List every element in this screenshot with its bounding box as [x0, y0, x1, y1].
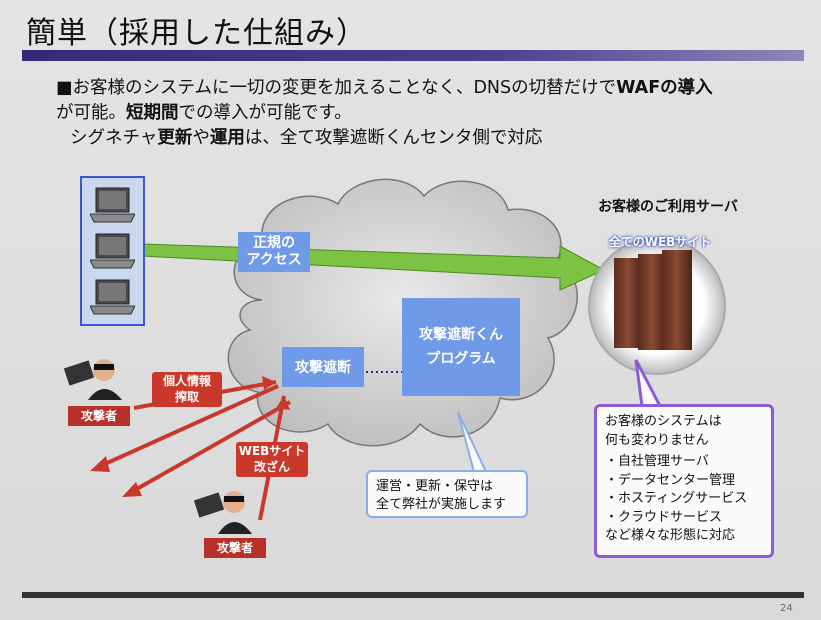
laptop-icon [90, 233, 135, 269]
server-rack-3 [662, 250, 692, 350]
threat-website-tamper-label: WEBサイト 改ざん [236, 442, 308, 477]
attack-arrow-out-2 [127, 400, 291, 496]
server-type-item: ・自社管理サーバ [605, 454, 709, 469]
bullet-line3-a: シグネチャ [70, 128, 158, 148]
ops-note-callout: 運営・更新・保守は 全て弊社が実施します [366, 470, 528, 518]
program-line2: プログラム [426, 351, 496, 367]
legit-access-line2: アクセス [246, 252, 302, 268]
attack-arrowhead-out-2 [122, 482, 142, 497]
all-web-sites-label: 全てのWEBサイト [608, 235, 712, 249]
attack-arrowhead-out-1 [90, 456, 110, 472]
threat2-line1: WEBサイト [238, 444, 306, 458]
attacker-label-1: 攻撃者 [68, 406, 130, 426]
attack-arrowhead-in-2 [276, 396, 290, 410]
server-rack-2 [638, 254, 666, 350]
threat2-line2: 改ざん [253, 460, 290, 474]
page-number: 24 [780, 603, 793, 614]
bullet-line1-bold: WAFの導入 [616, 78, 713, 98]
server-note-line1: お客様のシステムは [605, 414, 722, 429]
title-underline-bar [22, 50, 804, 61]
bullet-line2: が可能。 [56, 103, 126, 123]
attack-block-box: 攻撃遮断 [282, 347, 364, 387]
server-caption: お客様のご利用サーバ [598, 199, 738, 215]
server-note-line2: 何も変わりません [605, 432, 709, 448]
attacker-figure-1 [63, 359, 122, 400]
bullet-line2-bold: 短期間 [126, 103, 179, 123]
bullet-line3-d: 運用 [209, 128, 245, 148]
attacker-figure-2 [193, 491, 252, 534]
server-note-last-line: など様々な形態に対応 [605, 528, 736, 543]
bullet-line3-c: や [192, 128, 210, 148]
threat1-line2: 搾取 [174, 390, 199, 404]
server-type-item: ・ホスティングサービス [605, 491, 748, 506]
bullet-line1: ■お客様のシステムに一切の変更を加えることなく、DNSの切替だけで [56, 78, 617, 98]
bullet-line3-b: 更新 [157, 128, 193, 148]
server-rack-1 [614, 258, 642, 348]
server-type-item: ・クラウドサービス [605, 509, 723, 525]
footer-bar [22, 592, 804, 598]
laptop-icon [90, 279, 135, 315]
attack-arrowhead-in-1 [262, 376, 276, 390]
program-box: 攻撃遮断くん プログラム [402, 298, 520, 396]
program-line1: 攻撃遮断くん [419, 327, 503, 343]
legit-access-label: 正規の アクセス [238, 232, 310, 272]
server-note-callout: お客様のシステムは 何も変わりません ・自社管理サーバ ・データセンター管理 ・… [594, 404, 774, 558]
server-type-item: ・データセンター管理 [605, 472, 736, 488]
bullet-line3-e: は、全て攻撃遮断くんセンタ側で対応 [244, 128, 543, 148]
attacker-label-2: 攻撃者 [204, 538, 266, 558]
attack-arrow-out-1 [95, 384, 279, 470]
ops-note-line2: 全て弊社が実施します [376, 497, 507, 512]
laptop-icon [90, 187, 135, 223]
slide-title: 簡単（採用した仕組み） [26, 16, 367, 51]
legit-access-line1: 正規の [253, 235, 295, 251]
bullet-text: ■お客様のシステムに一切の変更を加えることなく、DNSの切替だけでWAFの導入 … [56, 76, 801, 151]
legit-clients-box [80, 176, 145, 326]
bullet-line2-rest: での導入が可能です。 [178, 103, 352, 123]
ops-note-line1: 運営・更新・保守は [376, 479, 494, 494]
threat-personal-info-label: 個人情報 搾取 [152, 372, 222, 407]
threat1-line1: 個人情報 [162, 374, 211, 388]
